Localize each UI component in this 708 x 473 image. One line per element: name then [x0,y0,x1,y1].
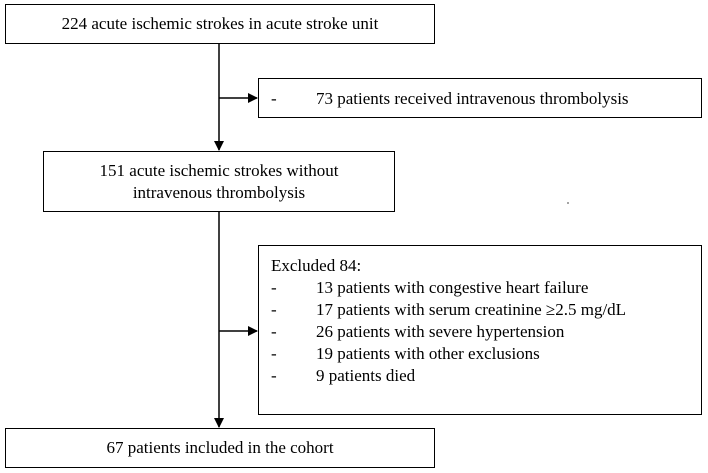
exclusion-item: - 19 patients with other exclusions [271,343,701,365]
box-without-thrombolysis-line2: intravenous thrombolysis [132,182,306,202]
exclusion-item: - 9 patients died [271,365,701,387]
exclusion-item-text: 73 patients received intravenous thrombo… [316,89,629,108]
exclusion-item: - 17 patients with serum creatinine ≥2.5… [271,299,701,321]
exclusion-heading: Excluded 84: [271,256,362,275]
list-dash: - [271,278,277,297]
box-without-thrombolysis: 151 acute ischemic strokes without intra… [43,151,395,212]
list-dash: - [271,322,277,341]
box-final-cohort-text: 67 patients included in the cohort [106,438,334,457]
list-dash: - [271,89,277,108]
exclusion-item: - 26 patients with severe hypertension [271,321,701,343]
list-dash: - [271,300,277,319]
box-initial-cohort: 224 acute ischemic strokes in acute stro… [5,4,435,44]
box-without-thrombolysis-line1: 151 acute ischemic strokes without [99,160,339,180]
box-thrombolysis-exclusion: - 73 patients received intravenous throm… [258,78,702,118]
list-dash: - [271,366,277,385]
exclusion-item-text: 13 patients with congestive heart failur… [316,278,589,297]
box-final-cohort: 67 patients included in the cohort [5,428,435,468]
exclusion-item-text: 9 patients died [316,366,416,385]
exclusion-item-text: 19 patients with other exclusions [316,344,540,363]
exclusion-item: - 13 patients with congestive heart fail… [271,277,701,299]
list-dash: - [271,344,277,363]
exclusion-item-text: 17 patients with serum creatinine ≥2.5 m… [316,300,627,319]
exclusion-item: - 73 patients received intravenous throm… [271,88,701,110]
stray-dot [567,202,569,204]
box-initial-cohort-text: 224 acute ischemic strokes in acute stro… [61,14,379,33]
exclusion-item-text: 26 patients with severe hypertension [316,322,565,341]
box-main-exclusion: Excluded 84: - 13 patients with congesti… [258,245,702,415]
